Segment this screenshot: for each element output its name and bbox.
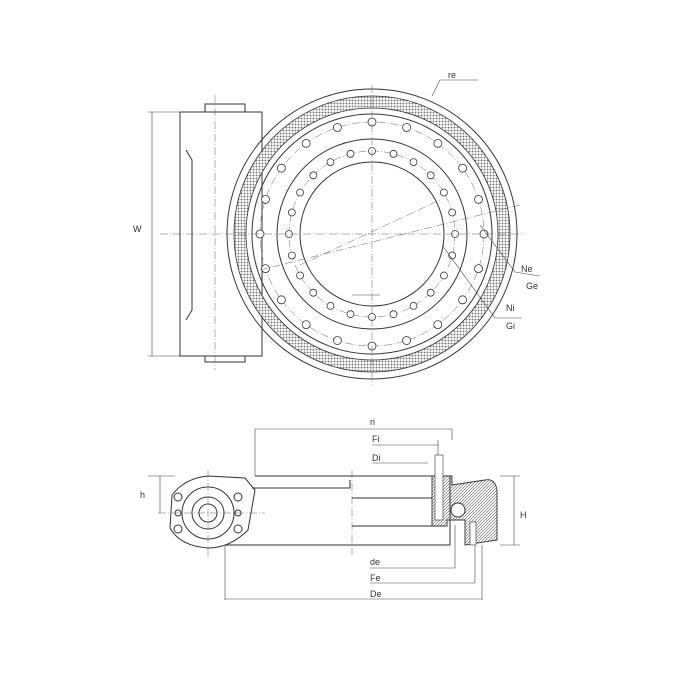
inner-bolt-hole [287,208,296,217]
label-re: re [448,70,456,80]
outer-bolt-hole [301,320,311,330]
label-H: H [520,510,527,520]
label-Ne: Ne [521,264,533,274]
inner-bolt-hole [287,251,296,260]
inner-bolt-hole [439,271,448,280]
label-Ge: Ge [526,281,538,291]
outer-bolt-hole [261,194,270,204]
bolt-holes [255,117,489,351]
inner-bolt-hole [439,188,448,197]
label-Fi: Fi [372,434,380,444]
side-view: ri Fi Di h H de Fe De [140,417,527,600]
outer-bolt-hole [458,295,468,305]
label-W: W [133,224,142,234]
top-view: W re Ne Ge Ni Gi [133,70,541,385]
outer-bolt-hole [276,163,286,173]
outer-bolt-hole [474,264,483,274]
inner-bolt-hole [426,171,435,180]
label-h: h [140,490,145,500]
label-Gi: Gi [506,321,515,331]
outer-bolt-hole [301,138,311,148]
outer-bolt-hole [402,336,412,345]
inner-bolt-hole [296,188,305,197]
inner-bolt-hole [326,158,335,167]
inner-bolt-hole [309,288,318,297]
inner-bolt-hole [346,149,355,158]
inner-bolt-hole [448,208,457,217]
outer-bolt-hole [433,320,443,330]
label-Ni: Ni [506,303,515,313]
outer-bolt-hole [402,123,412,132]
inner-bolt-hole [309,171,318,180]
outer-bolt-hole [332,336,342,345]
outer-bolt-hole [474,194,483,204]
outer-bolt-hole [332,123,342,132]
inner-bolt-hole [389,149,398,158]
inner-bolt-hole [409,158,418,167]
inner-bolt-hole [326,301,335,310]
label-Fe: Fe [370,573,381,583]
inner-bolt-hole [426,288,435,297]
label-Di: Di [372,453,381,463]
outer-bolt-hole [276,295,286,305]
inner-bolt-hole [409,301,418,310]
outer-bolt-hole [433,138,443,148]
label-ri: ri [370,417,375,427]
gear-teeth-band [233,95,511,373]
inner-bolt-hole [296,271,305,280]
motor-flange [169,475,256,549]
outer-bolt-hole [458,163,468,173]
label-De: De [370,589,382,599]
inner-bolt-hole [346,310,355,319]
inner-bolt-hole [389,310,398,319]
label-de: de [370,557,380,567]
